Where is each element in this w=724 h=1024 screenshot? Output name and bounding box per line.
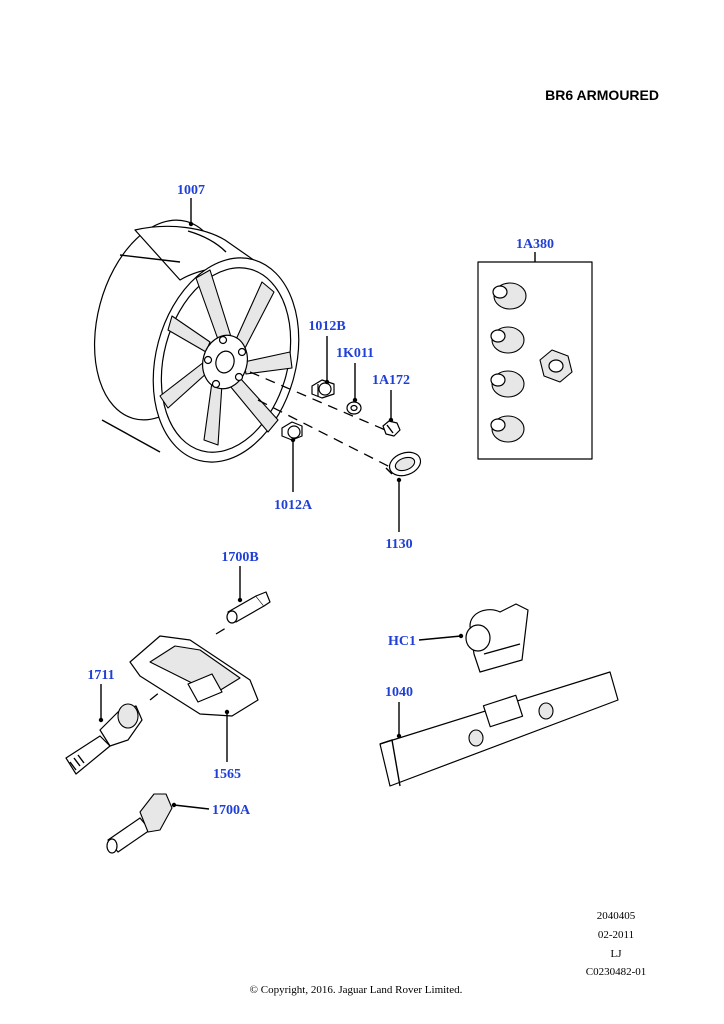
sensor-1565-part <box>129 635 259 717</box>
diagram-title: BR6 ARMOURED <box>545 87 659 103</box>
lock-kit-1a380-box <box>477 261 593 460</box>
footer-date: 02-2011 <box>598 929 634 941</box>
callout-1565: 1565 <box>213 767 241 782</box>
callout-1a172: 1A172 <box>372 373 410 388</box>
callout-1700b: 1700B <box>221 550 258 565</box>
callout-1012b: 1012B <box>308 319 345 334</box>
center-cap-1130-part <box>385 451 422 477</box>
callout-hc1: HC1 <box>388 634 416 649</box>
rubber-valve-1700a-part <box>106 793 173 854</box>
footer-ref-number: 2040405 <box>597 910 636 922</box>
footer-initials: LJ <box>611 948 623 960</box>
callout-1a380: 1A380 <box>516 237 554 252</box>
callout-1711: 1711 <box>87 668 114 683</box>
bolt-1012a-part <box>281 421 303 441</box>
footer-copyright: © Copyright, 2016. Jaguar Land Rover Lim… <box>250 984 463 996</box>
clip-hc1-part <box>465 603 529 673</box>
callout-1k011: 1K011 <box>336 346 374 361</box>
sensor-nut-1700b-part <box>226 591 271 624</box>
callout-1040: 1040 <box>385 685 413 700</box>
washer-1k011-part <box>346 401 362 415</box>
footer-code: C0230482-01 <box>586 966 647 978</box>
locknut-1a172-part <box>382 420 401 437</box>
bolt-1012b-part <box>311 379 335 399</box>
wheel-spokes <box>159 269 293 446</box>
balance-weight-1040-part <box>379 671 619 787</box>
tpms-valve-1711-part <box>65 703 143 775</box>
callout-1700a: 1700A <box>212 803 251 818</box>
wheel-drawing <box>93 219 300 463</box>
callout-1130: 1130 <box>385 537 412 552</box>
callout-1007: 1007 <box>177 183 205 198</box>
callout-1012a: 1012A <box>274 498 313 513</box>
